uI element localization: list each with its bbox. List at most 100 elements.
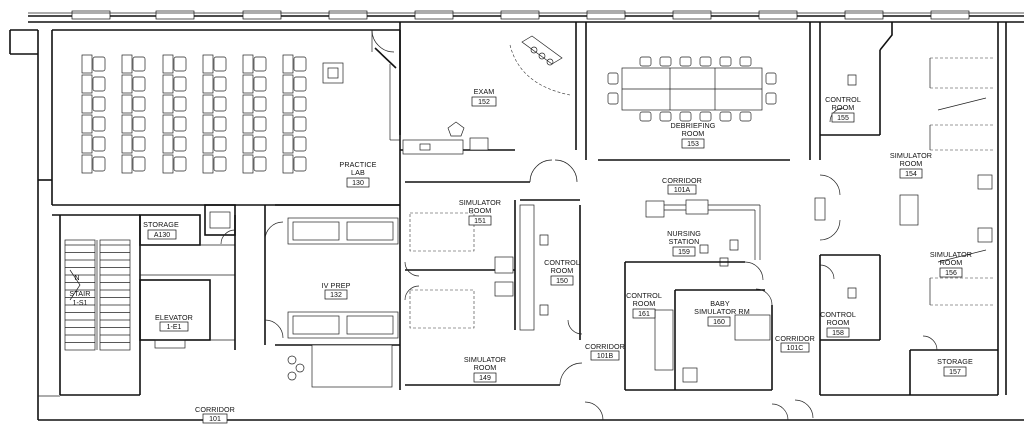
desk: [282, 114, 294, 134]
desk: [242, 54, 254, 74]
desk: [121, 94, 133, 114]
chair: [173, 76, 187, 92]
desk: [202, 74, 214, 94]
elevator-cab: [154, 339, 186, 349]
storage-157-number: 157: [949, 369, 961, 376]
chair: [253, 96, 267, 112]
desk: [202, 54, 214, 74]
simulator-151-number: 151: [474, 218, 486, 225]
chair: [293, 96, 307, 112]
control-155-number: 155: [837, 115, 849, 122]
desk: [242, 134, 254, 154]
chair: [253, 56, 267, 72]
desk: [81, 74, 93, 94]
chair: [92, 56, 106, 72]
corridor-101c-name: CORRIDOR: [775, 334, 815, 343]
iv-prep-walls: [275, 150, 401, 390]
chair: [639, 56, 652, 67]
simulator-154-name-l1: SIMULATOR: [890, 151, 932, 160]
east-wing-walls: [814, 22, 998, 396]
simulator-156-name-l1: SIMULATOR: [930, 250, 972, 259]
chair: [213, 136, 227, 152]
desk: [282, 54, 294, 74]
corridor-101a-number: 101A: [674, 187, 691, 194]
control-150-name-l1: CONTROL: [544, 258, 580, 267]
iv-prep-number: 132: [330, 292, 342, 299]
chair: [92, 116, 106, 132]
desk: [242, 114, 254, 134]
simulator-151-name-l1: SIMULATOR: [459, 198, 501, 207]
desk: [81, 94, 93, 114]
exam-number: 152: [478, 99, 490, 106]
chair: [92, 76, 106, 92]
chair: [293, 156, 307, 172]
desk: [162, 54, 174, 74]
room-labels: PRACTICE LAB 130 STORAGE A130 STAIR 1-S1…: [69, 87, 973, 424]
simulator-156-number: 156: [945, 270, 957, 277]
control-158-name-l1: CONTROL: [820, 310, 856, 319]
debriefing-room-walls: [585, 22, 811, 161]
baby-sim-walls: [624, 261, 814, 421]
baby-sim-name-l1: BABY: [710, 299, 730, 308]
chair: [132, 116, 146, 132]
desk: [242, 94, 254, 114]
simulator-154-name-l2: ROOM: [900, 159, 923, 168]
stair-name: STAIR: [69, 289, 90, 298]
exam-name: EXAM: [474, 87, 495, 96]
chair: [699, 111, 712, 122]
desk: [121, 154, 133, 174]
chair: [132, 96, 146, 112]
chair: [719, 111, 732, 122]
control-161-name-l2: ROOM: [633, 299, 656, 308]
projector-icon: [322, 62, 344, 84]
chair: [213, 96, 227, 112]
chair: [293, 56, 307, 72]
desk: [162, 134, 174, 154]
chair: [739, 111, 752, 122]
stair-north-arrow: N: [74, 273, 79, 282]
chair: [92, 136, 106, 152]
desk: [282, 134, 294, 154]
desk: [162, 74, 174, 94]
desk: [282, 94, 294, 114]
desk: [121, 114, 133, 134]
desk: [202, 94, 214, 114]
control-158-number: 158: [832, 330, 844, 337]
desk: [242, 154, 254, 174]
chair: [173, 96, 187, 112]
chair: [293, 116, 307, 132]
chair: [253, 156, 267, 172]
desk: [162, 154, 174, 174]
desk: [121, 54, 133, 74]
chair: [765, 92, 777, 105]
chair: [132, 76, 146, 92]
chair: [639, 111, 652, 122]
desk: [81, 154, 93, 174]
storage-a130-name: STORAGE: [143, 220, 179, 229]
service-core-walls: [52, 204, 284, 396]
stair-treads: [64, 239, 131, 351]
chair: [213, 156, 227, 172]
desk: [81, 134, 93, 154]
chair: [253, 136, 267, 152]
desk: [121, 134, 133, 154]
practice-lab-number: 130: [352, 180, 364, 187]
nursing-station-name-l1: NURSING: [667, 229, 701, 238]
chair: [253, 76, 267, 92]
desk: [282, 74, 294, 94]
control-155-name-l1: CONTROL: [825, 95, 861, 104]
chair: [213, 116, 227, 132]
chair: [607, 72, 619, 85]
corridor-101b-number: 101B: [597, 353, 614, 360]
debriefing-name-l2: ROOM: [682, 129, 705, 138]
simulator-149-number: 149: [479, 375, 491, 382]
chair: [132, 156, 146, 172]
chair: [659, 56, 672, 67]
exterior-walls: [9, 15, 1024, 421]
chair: [719, 56, 732, 67]
practice-lab-name-l1: PRACTICE: [339, 160, 376, 169]
chair: [173, 56, 187, 72]
debriefing-name-l1: DEBRIEFING: [671, 121, 716, 130]
desk: [202, 114, 214, 134]
elevator-number: 1-E1: [167, 324, 182, 331]
